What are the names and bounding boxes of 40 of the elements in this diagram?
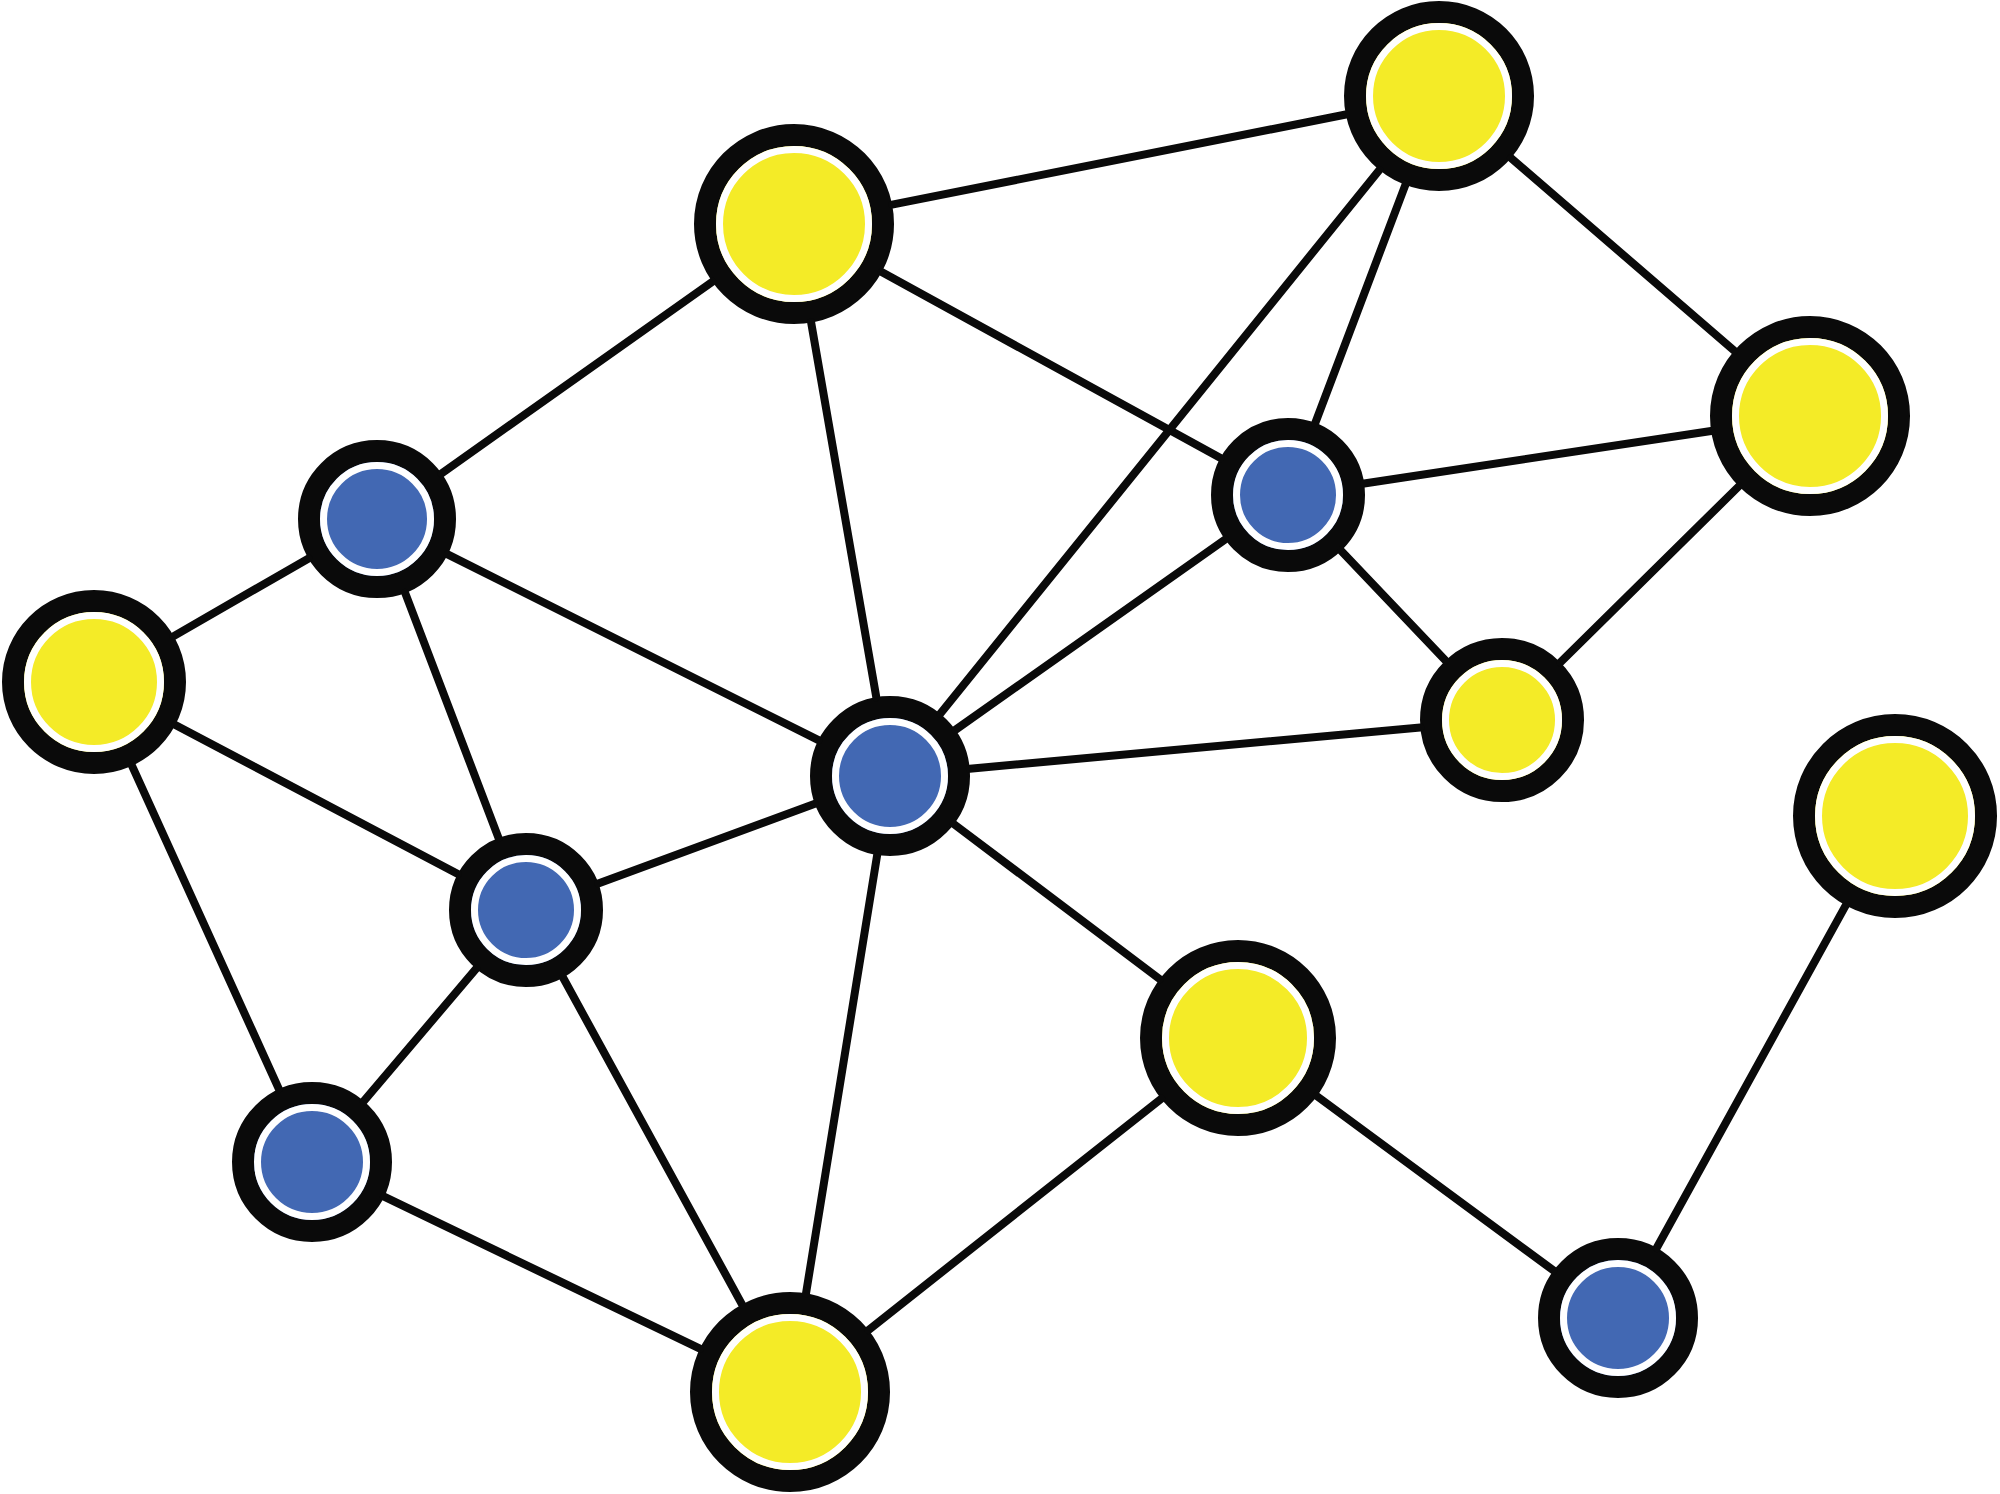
node-circle [1420,638,1584,802]
connector-line [951,535,1230,734]
connector-line [128,761,283,1094]
connector-line [1312,1092,1558,1275]
node-circle [1344,1,1534,191]
node-circle [1140,940,1336,1136]
connector-line [888,110,1350,209]
connector-line [380,1192,704,1353]
connector-line [443,550,823,745]
node-circle [2,590,186,774]
connector-line [802,851,882,1298]
connector-line [359,964,481,1106]
connector-line [1652,901,1850,1252]
connector-line [949,820,1164,984]
connector-line [437,277,717,478]
connector-line [807,318,881,702]
connector-line [1337,546,1450,665]
connector-line [171,720,462,879]
node-circle [298,440,456,598]
connector-line [936,165,1384,718]
node-circle [449,833,603,987]
connector-line [594,799,819,888]
connector-line [1360,427,1716,488]
connector-line [401,588,503,843]
node-circle [1710,316,1910,516]
connector-line [1311,180,1410,427]
connector-line [1506,154,1739,355]
node-circle [694,124,894,324]
node-circle [232,1082,392,1242]
node-circle [810,696,970,856]
connector-line [169,554,313,641]
node-circle [1793,714,1997,918]
node-circle [1538,1238,1698,1398]
node-circle [1211,418,1365,572]
connector-line [1556,482,1743,667]
node-circle [690,1292,890,1492]
connector-line [965,723,1425,773]
connector-line [864,1094,1166,1335]
connector-line [559,973,746,1309]
connector-line [877,268,1225,462]
